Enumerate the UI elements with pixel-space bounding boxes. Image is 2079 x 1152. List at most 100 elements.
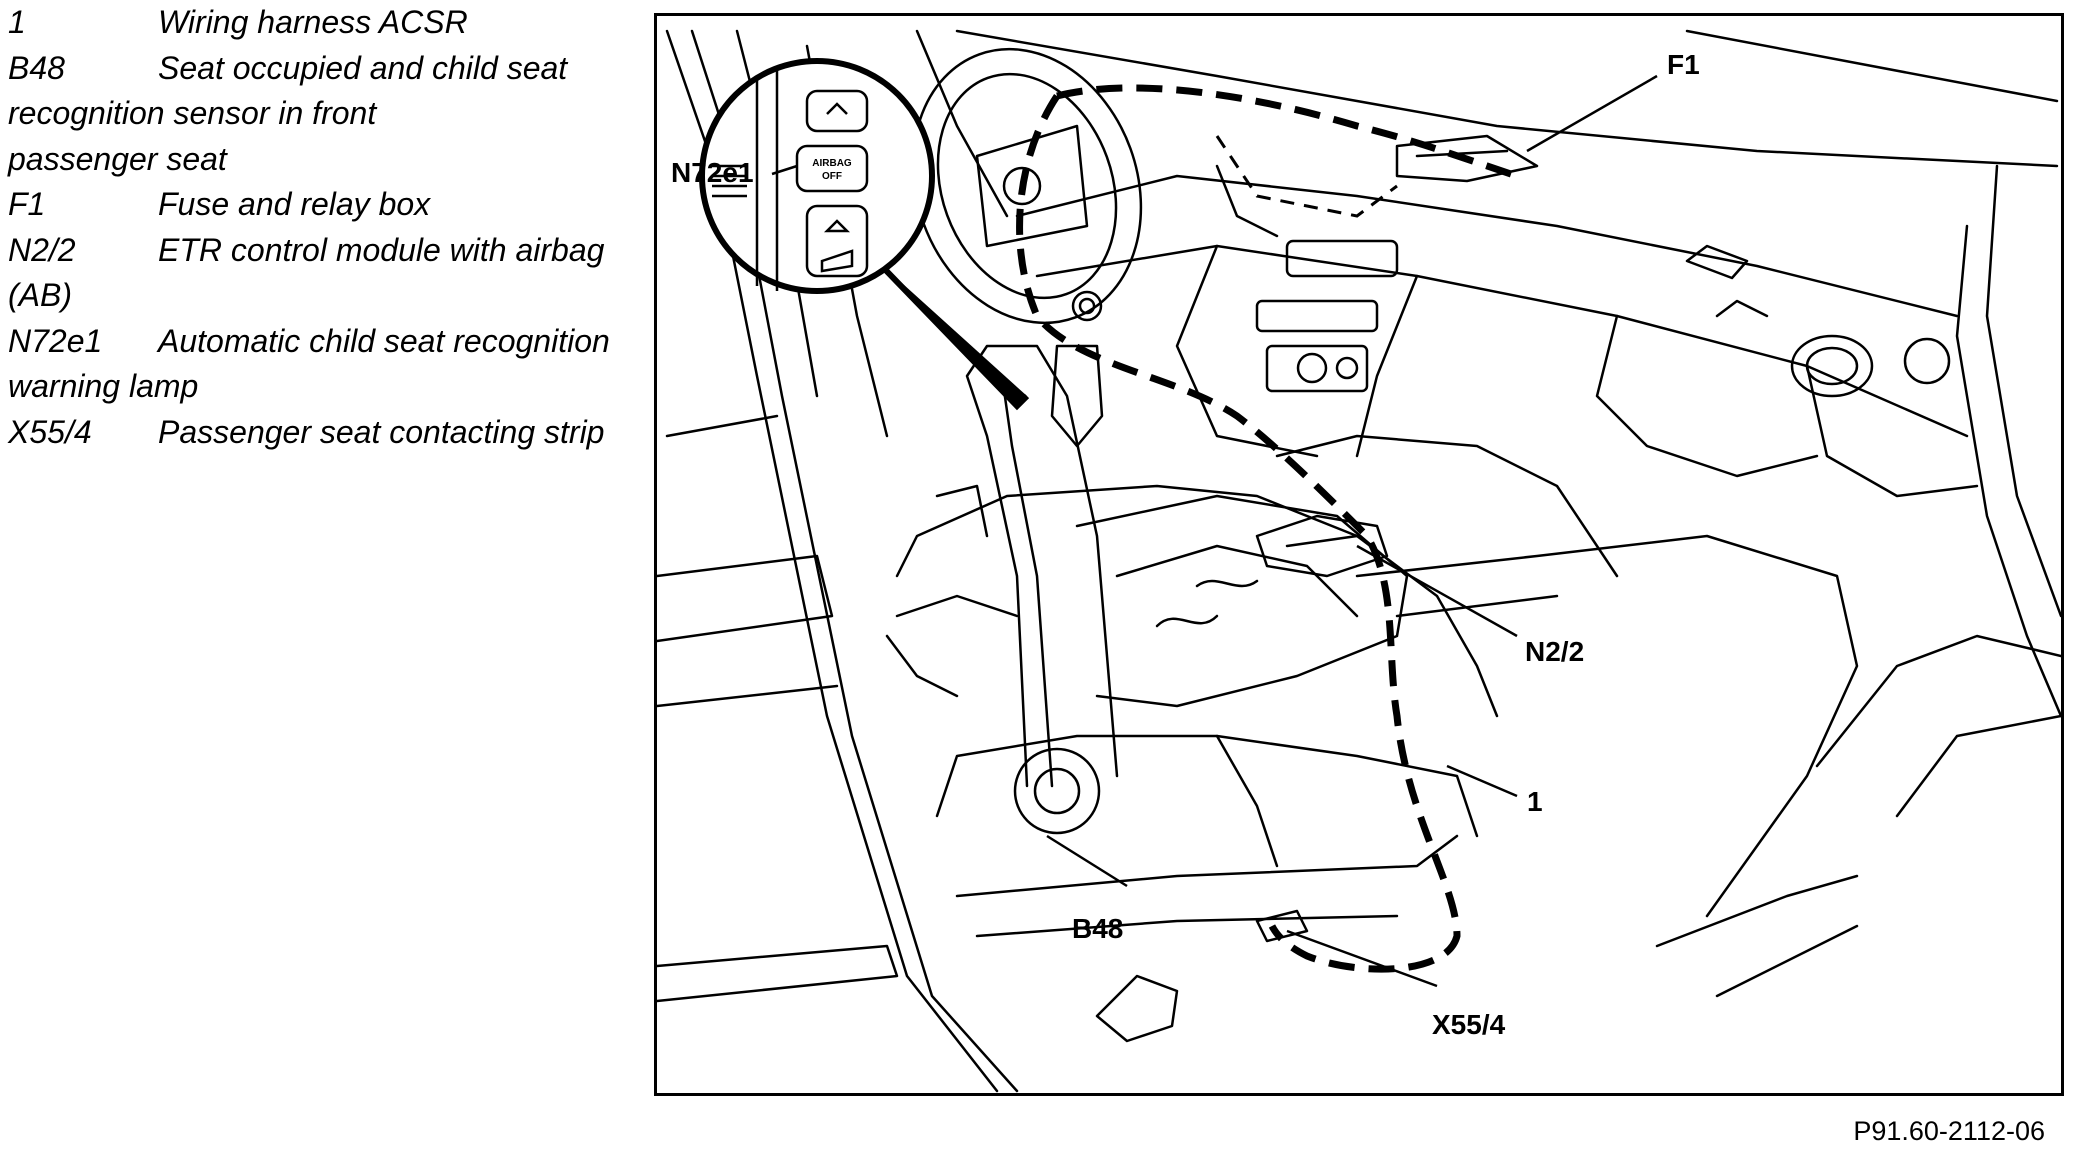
legend-code: B48 <box>8 49 65 86</box>
door-panel <box>657 554 834 643</box>
callout-b48: B48 <box>1072 913 1123 944</box>
child-seat-pivot-inner <box>1033 767 1081 815</box>
floor-line <box>1275 434 1619 578</box>
sill-line <box>1715 924 1859 998</box>
magnifier-inset: AIRBAG OFF <box>699 58 1030 411</box>
legend-text-cont: warning lamp <box>8 368 199 404</box>
gear-lever <box>1050 344 1104 448</box>
callout-1: 1 <box>1527 786 1543 817</box>
seat-base <box>935 734 1479 838</box>
legend-text: Wiring harness ACSR <box>158 4 468 40</box>
control-panel <box>1255 299 1379 333</box>
dashboard-lower <box>1595 314 1819 478</box>
floor-line <box>1395 594 1559 618</box>
legend-text: ETR control module with airbag <box>158 231 605 268</box>
console-right <box>1355 274 1419 458</box>
right-door-panel <box>1815 634 2061 768</box>
radio-unit <box>1265 344 1369 393</box>
fuse-box-outline-dashed <box>1215 135 1398 218</box>
callout-x554: X55/4 <box>1432 1009 1506 1040</box>
chevron-up-icon <box>826 102 848 115</box>
legend-item-n22: N2/2 ETR control module with airbag (AB) <box>8 228 648 319</box>
right-door-frame <box>1985 164 2061 618</box>
legend-code: N72e1 <box>8 322 103 359</box>
windshield-pillar <box>915 29 1009 218</box>
car-interior-drawing: AIRBAG OFF F1 N72e1 N2/2 1 B48 X55/4 <box>657 29 2061 1093</box>
roof-line <box>1685 29 2059 103</box>
seat-adjuster-knob <box>1095 974 1179 1043</box>
wiring-harness-path <box>1056 84 1519 180</box>
leader-line-f1 <box>1526 74 1658 153</box>
module-detail <box>1285 534 1359 548</box>
legend-text-cont: (AB) <box>8 277 72 313</box>
leader-line-b48 <box>1046 834 1128 888</box>
callout-n22: N2/2 <box>1525 636 1584 667</box>
contacting-strip-connector <box>1255 909 1309 943</box>
airbag-off-switch <box>795 144 869 193</box>
etr-control-module <box>1255 514 1389 578</box>
child-seat-handle <box>965 344 1119 788</box>
legend-code: F1 <box>8 186 46 222</box>
leader-line-1 <box>1446 764 1518 798</box>
dashboard-glovebox <box>1805 364 1979 498</box>
legend-code: N2/2 <box>8 231 76 268</box>
legend-item-n72e1: N72e1 Automatic child seat recognition wa… <box>8 319 648 410</box>
control-knob <box>1335 356 1359 380</box>
windshield-edge <box>955 29 2059 168</box>
door-vent <box>1903 337 1951 385</box>
horn-logo <box>1002 166 1042 206</box>
seat-rail-lower <box>975 914 1399 938</box>
inset-grille <box>712 164 747 198</box>
airbag-switch-label: AIRBAG <box>812 158 852 169</box>
magnifier-pointer <box>869 253 1030 411</box>
legend-code: X55/4 <box>8 413 92 450</box>
steering-hub <box>975 124 1089 248</box>
right-door-frame <box>1955 224 2061 718</box>
right-vent-inner <box>1805 346 1859 386</box>
door-sill <box>657 944 899 1003</box>
cluster-hood <box>1215 164 1279 238</box>
seat-side <box>1215 734 1279 868</box>
side-vent <box>1685 244 1749 280</box>
dashboard-top <box>1015 174 1959 318</box>
center-vent <box>1285 239 1399 278</box>
legend-item-f1: F1 Fuse and relay box <box>8 182 648 228</box>
leader-line-n72e1 <box>771 164 798 176</box>
child-seat-shell <box>1075 494 1409 708</box>
legend-code: 1 <box>8 4 26 40</box>
callout-n72e1: N72e1 <box>671 157 754 188</box>
airbag-switch-label: OFF <box>822 171 842 182</box>
leader-line-x554 <box>1286 929 1438 988</box>
dashboard-edge <box>1035 244 1969 438</box>
legend-text: Fuse and relay box <box>158 186 431 222</box>
legend-text: Automatic child seat recognition <box>158 322 610 359</box>
door-line <box>665 414 779 438</box>
fuse-box-detail <box>1415 149 1509 158</box>
seat-rail <box>955 834 1459 898</box>
inset-button-lower <box>805 204 869 278</box>
child-seat-pivot <box>1013 747 1101 835</box>
fabric-texture <box>1195 579 1259 588</box>
magnifier-circle <box>699 58 935 294</box>
headrest <box>935 484 989 538</box>
right-vent <box>1790 334 1874 398</box>
side-vent-slot <box>1715 299 1769 318</box>
console-left <box>1175 244 1319 458</box>
legend-item-b48: B48 Seat occupied and child seat recognit… <box>8 46 648 183</box>
legend-item-x554: X55/4 Passenger seat contacting strip <box>8 410 648 456</box>
legend-text: Passenger seat contacting strip <box>158 413 605 450</box>
floor-mat <box>1355 534 1859 918</box>
fabric-texture <box>1155 614 1219 628</box>
ignition-inner <box>1078 297 1096 315</box>
diagram-frame: AIRBAG OFF F1 N72e1 N2/2 1 B48 X55/4 <box>654 13 2064 1096</box>
leader-line-n22 <box>1356 544 1518 638</box>
triangle-up-icon <box>823 219 851 233</box>
legend-text: Seat occupied and child seat <box>158 49 568 86</box>
legend-text-cont: recognition sensor in front <box>8 95 377 131</box>
door-panel-line <box>657 684 839 708</box>
sill-line <box>1655 874 1859 948</box>
ignition <box>1071 290 1103 322</box>
legend-text-cont: passenger seat <box>8 140 227 177</box>
seat-icon <box>820 249 854 273</box>
control-knob <box>1296 352 1328 384</box>
